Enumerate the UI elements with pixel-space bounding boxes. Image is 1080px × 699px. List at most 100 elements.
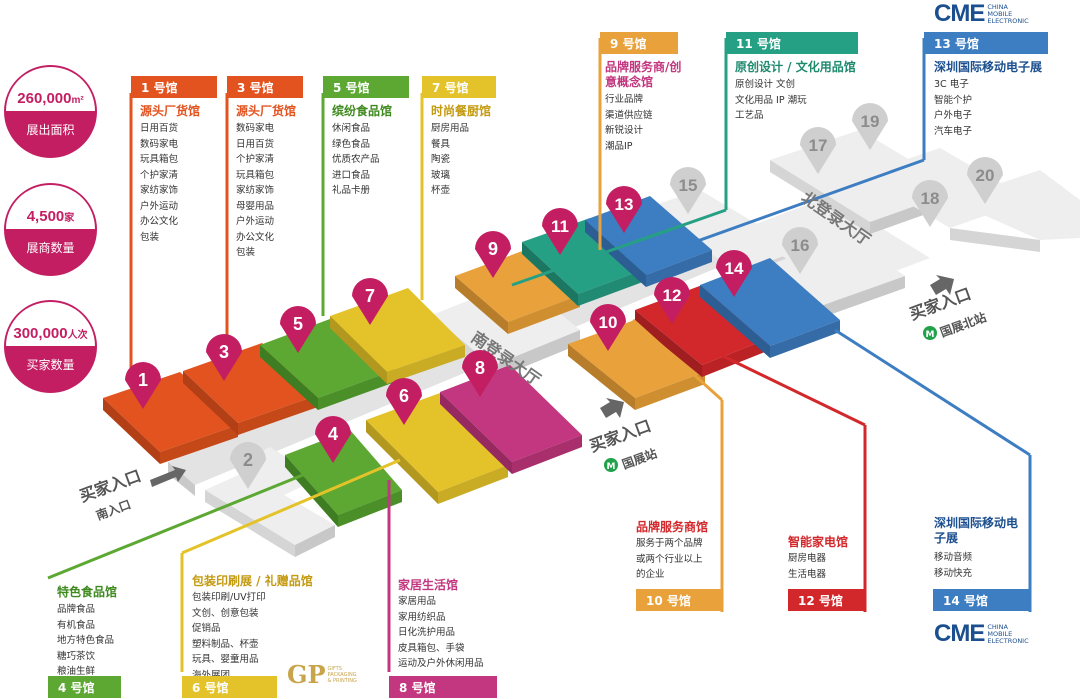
hall-pin-4: 4 [315,416,351,463]
cme-logo-mark: CME [934,620,985,647]
map-pin-icon [475,231,511,278]
map-pin-icon [852,103,888,150]
hall-pin-8: 8 [462,350,498,397]
hall-5-title: 缤纷食品馆 [332,104,393,118]
hall-pin-number: 10 [599,313,618,332]
map-pin-icon [315,416,351,463]
hall-pin-9: 9 [475,231,511,278]
hall-11-title: 原创设计 / 文化用品馆 [735,60,856,74]
map-pin-icon [606,186,642,233]
map-pin-icon [967,157,1003,204]
hall-13-items: 3C 电子智能个护户外电子汽车电子 [934,79,973,137]
map-pin-icon [125,362,161,409]
hall-10-items: 服务于两个品牌或两个行业以上的企业 [636,538,703,580]
hall-1-tag: 1 号馆 [131,76,217,98]
cme-logo-mark: CME [934,0,985,27]
hall-3-title: 源头厂货馆 [236,104,297,118]
hall-8-tag: 8 号馆 [389,676,497,698]
hall-9-items: 行业品牌渠道供应链新锐设计潮品IP [605,94,653,152]
hall-5-tag: 5 号馆 [323,76,409,98]
gifts-packaging-logo: GP GIFTS PACKAGING & PRINTING [287,660,362,689]
hall-12-items: 厨房电器生活电器 [788,553,827,580]
hall-5-items: 休闲食品绿色食品优质农产品进口食品礼品卡册 [332,123,380,196]
map-pin-icon [206,334,242,381]
hall-pin-number: 15 [679,176,698,195]
hall-9-title: 品牌服务商/创意概念馆 [605,60,682,89]
hall-8-items: 家居用品家用纺织品日化洗护用品皮具箱包、手袋运动及户外休闲用品 [398,596,484,669]
hall-7-items: 厨房用品餐具陶瓷玻璃杯壶 [431,123,470,196]
hall-pin-number: 11 [551,217,569,236]
hall-pin-number: 9 [488,239,498,259]
stat-buyers-value: 300,000人次 [13,325,88,342]
hall-pin-2: 2 [230,442,266,489]
stat-exhibitors-label: 展商数量 [26,241,75,255]
hall-10-tag: 10 号馆 [636,589,723,611]
hall-7-title: 时尚餐厨馆 [431,104,492,118]
hall-3-legend: 3 号馆 源头厂货馆 数码家电日用百货个护家清玩具箱包家纺家饰母婴用品户外运动办… [227,76,303,261]
stat-exhibitors: 4,500家 展商数量 [4,183,97,276]
entrance-station: 买家入口 M 国展站 [587,398,659,472]
south-gate-label: 南入口 [94,496,133,522]
hall-blocks [103,196,840,527]
hall-pin-number: 2 [243,450,253,470]
hall-pin-number: 1 [138,370,148,390]
map-pin-icon [462,350,498,397]
hall-3-tag: 3 号馆 [227,76,303,98]
hall-7-tag: 7 号馆 [422,76,496,98]
map-pin-icon [590,304,626,351]
metro-icon [604,458,618,472]
hall-pin-number: 16 [791,236,810,255]
hall-pin-number: 4 [328,424,338,444]
hall-9-tag: 9 号馆 [600,32,678,54]
map-pin-icon [654,277,690,324]
stat-area-value: 260,000m² [17,90,84,107]
hall-1-items: 日用百货数码家电玩具箱包个护家清家纺家饰户外运动办公文化包装 [140,123,179,243]
north-station-label: 国展北站 [938,309,988,340]
stat-area: 260,000m² 展出面积 [4,65,97,158]
hall-pin-number: 3 [219,342,229,362]
hall-14-title: 深圳国际移动电子展 [934,516,1019,545]
metro-icon [923,326,937,340]
map-pin-icon [280,306,316,353]
hall-pin-number: 7 [365,286,375,306]
hall-pin-14: 14 [716,250,752,297]
hall-pin-19: 19 [852,103,888,150]
hall-4-title: 特色食品馆 [57,585,118,599]
hall-pin-7: 7 [352,278,388,325]
map-pin-icon [782,227,818,274]
hall-10-title: 品牌服务商馆 [636,520,709,534]
hall-14-items: 移动音频移动快充 [934,552,973,579]
gifts-logo-text: GIFTS PACKAGING & PRINTING [327,665,357,684]
hall-5-legend: 5 号馆 缤纷食品馆 休闲食品绿色食品优质农产品进口食品礼品卡册 [323,76,409,199]
gifts-logo-mark: GP [287,660,326,689]
hall-pin-1: 1 [125,362,161,409]
entrance-north-station: 买家入口 M 国展北站 [907,275,988,340]
hall-pin-number: 8 [475,358,485,378]
hall-pin-number: 13 [615,195,634,214]
hall-6-title: 包装印刷展 / 礼赠品馆 [192,574,313,588]
hall-pin-number: 12 [663,286,682,305]
hall-pin-number: 14 [725,259,744,278]
hall-4-tag: 4 号馆 [48,676,121,698]
hall-pin-20: 20 [967,157,1003,204]
hall-pin-15: 15 [670,167,706,214]
hall-13-legend: 13 号馆 深圳国际移动电子展 3C 电子智能个护户外电子汽车电子 [924,32,1048,139]
map-pin-icon [230,442,266,489]
hall-6-tag: 6 号馆 [182,676,277,698]
hall-pin-13: 13 [606,186,642,233]
hall-pin-number: 6 [399,386,409,406]
hall-1-legend: 1 号馆 源头厂货馆 日用百货数码家电玩具箱包个护家清家纺家饰户外运动办公文化包… [131,76,217,245]
hall-pin-5: 5 [280,306,316,353]
map-pin-icon [670,167,706,214]
hall-pin-17: 17 [800,127,836,174]
hall-pin-12: 12 [654,277,690,324]
hall-pin-18: 18 [912,180,948,227]
buyer-entrance-south-label: 买家入口 [77,466,144,506]
hall-11-legend: 11 号馆 原创设计 / 文化用品馆 原创设计 文创文化用品 IP 潮玩工艺品 [726,32,858,124]
hall-pin-number: 19 [861,112,880,131]
